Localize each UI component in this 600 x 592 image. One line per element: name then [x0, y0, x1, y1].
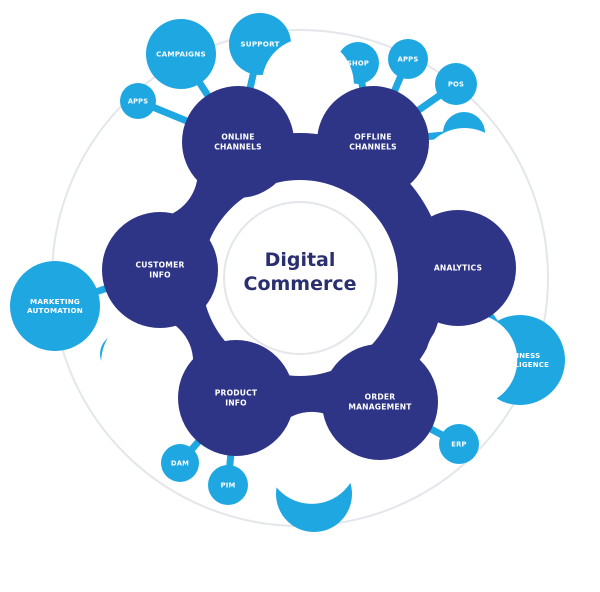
hub-scallop	[418, 128, 511, 221]
satellite-circle	[10, 261, 100, 351]
main-node-analytics: ANALYTICS	[400, 210, 516, 326]
main-node-label: PRODUCT	[215, 389, 258, 398]
center-title-line-2: Commerce	[244, 273, 357, 295]
main-node-label: INFO	[149, 271, 171, 280]
satellite-campaigns: CAMPAIGNS	[146, 19, 216, 89]
main-node-circle	[178, 340, 294, 456]
main-node-label: CUSTOMER	[135, 261, 184, 270]
hub-center	[202, 180, 398, 376]
satellite-pim: PIM	[208, 465, 248, 505]
main-node-circle	[102, 212, 218, 328]
main-node-circle	[317, 86, 429, 198]
satellite-dam: DAM	[161, 444, 199, 482]
main-nodes: ONLINECHANNELSOFFLINECHANNELSANALYTICSOR…	[102, 86, 516, 460]
satellite-erp: ERP	[439, 424, 479, 464]
satellite-apps-online: APPS	[120, 83, 156, 119]
main-node-circle	[322, 344, 438, 460]
satellite-circle	[388, 39, 428, 79]
satellite-label: CAMPAIGNS	[156, 50, 206, 59]
satellite-pos: POS	[435, 63, 477, 105]
satellite-label: DAM	[171, 459, 189, 467]
satellite-label: POS	[448, 80, 464, 88]
hub-scallop	[101, 315, 194, 408]
center-ring	[223, 201, 377, 355]
main-node-label: MANAGEMENT	[348, 403, 412, 412]
satellite-circle	[161, 444, 199, 482]
main-node-label: ONLINE	[221, 133, 254, 142]
main-node-label: OFFLINE	[354, 133, 391, 142]
satellite-label: PIM	[221, 481, 236, 489]
satellite-circle	[146, 19, 216, 89]
center-title-line-1: Digital	[265, 249, 336, 271]
hub-scallop	[105, 126, 198, 219]
hub-scallop	[425, 314, 518, 407]
satellite-label: ERP	[451, 440, 466, 448]
main-node-label: CHANNELS	[349, 143, 397, 152]
main-node-circle	[400, 210, 516, 326]
center-area: Digital Commerce	[244, 249, 357, 295]
satellite-circle	[435, 63, 477, 105]
satellite-label: APPS	[398, 55, 419, 63]
satellite-label: BUSINESS	[500, 352, 541, 360]
main-node-label: INFO	[225, 399, 247, 408]
satellite-label: SHOP	[347, 59, 369, 67]
main-node-label: CHANNELS	[214, 143, 262, 152]
main-node-circle	[182, 86, 294, 198]
satellite-circle	[439, 424, 479, 464]
satellite-label: AUTOMATION	[27, 306, 83, 315]
satellite-apps-offline: APPS	[388, 39, 428, 79]
satellite-label: MARKETING	[30, 297, 80, 306]
satellite-circle	[120, 83, 156, 119]
satellite-label: INTELLIGENCE	[491, 361, 549, 369]
satellite-label: APPS	[128, 97, 148, 105]
satellite-label: SUPPORT	[240, 40, 279, 49]
main-node-label: ORDER	[365, 393, 396, 402]
main-node-label: ANALYTICS	[434, 264, 482, 273]
satellite-circle	[208, 465, 248, 505]
